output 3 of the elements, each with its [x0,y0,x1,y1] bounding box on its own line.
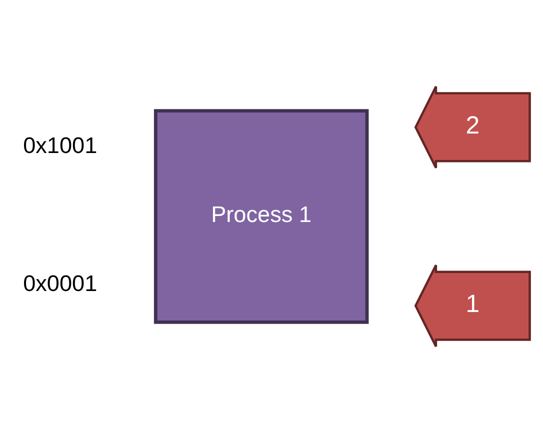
label: 0x1001 [23,133,98,158]
node-box: Process 1 [154,109,369,324]
label: 0x0001 [23,271,98,296]
